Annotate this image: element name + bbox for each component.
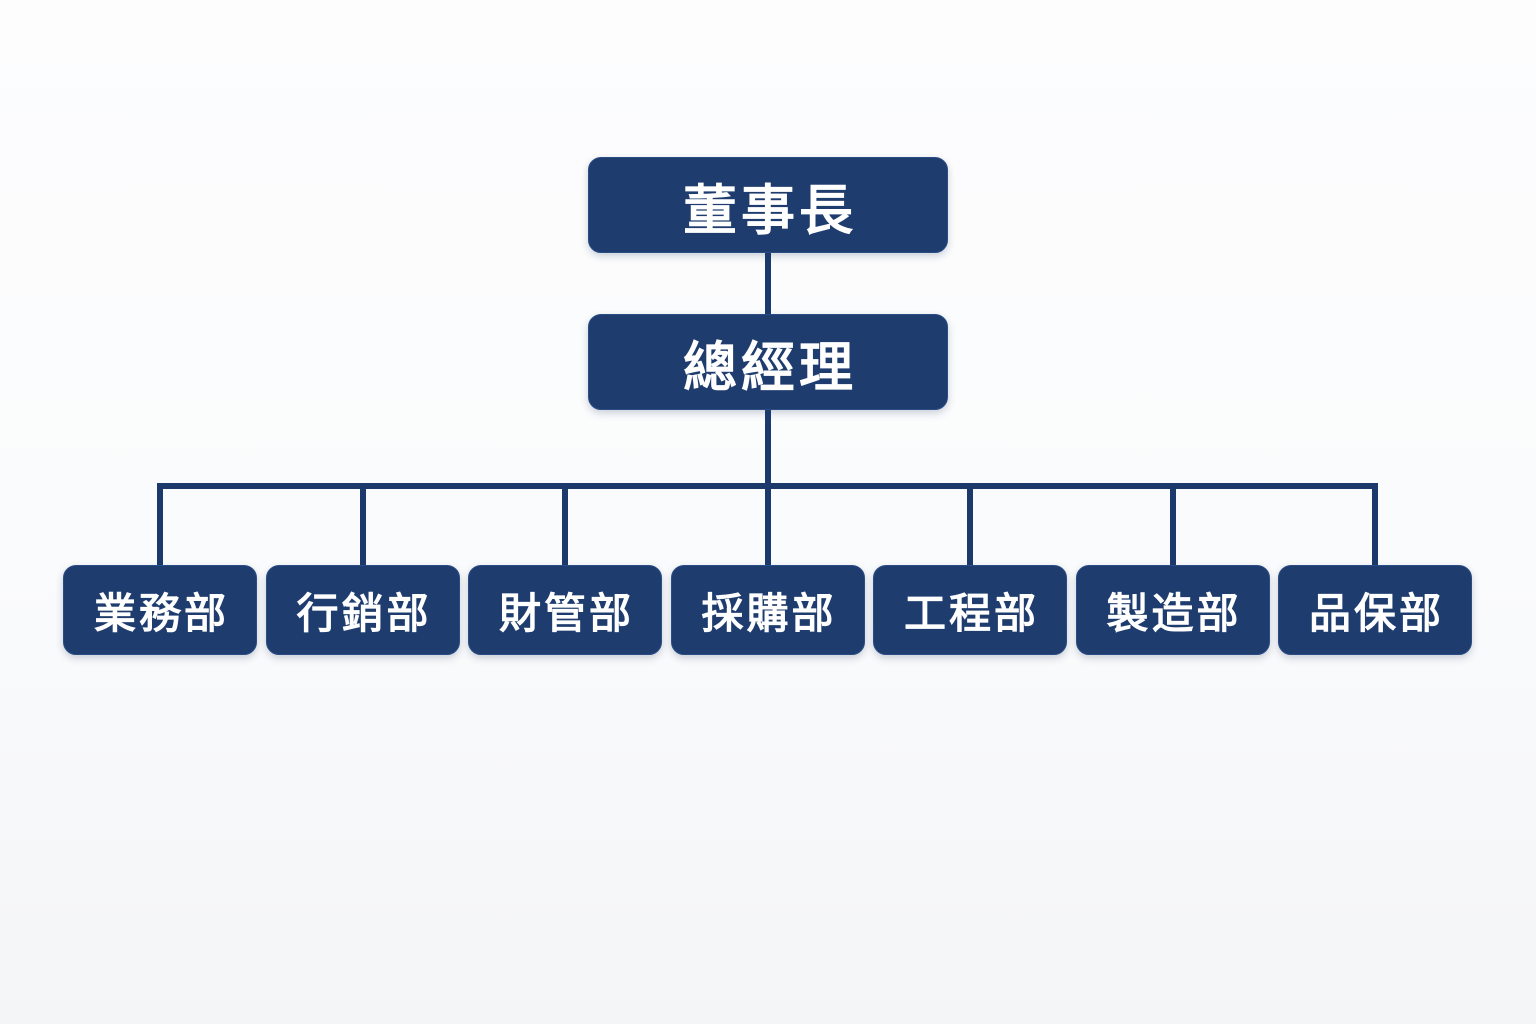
org-node-general-manager-label: 總經理 — [683, 335, 857, 399]
org-node-engineering-dept-label: 工程部 — [903, 588, 1039, 638]
org-node-quality-assurance-dept: 品保部 — [1278, 565, 1472, 655]
connector-drop-quality — [1372, 483, 1378, 567]
org-node-manufacturing-dept-label: 製造部 — [1106, 588, 1242, 638]
department-cell: 業務部 — [63, 483, 257, 655]
connector-chairman-to-gm — [765, 253, 771, 315]
org-node-finance-dept: 財管部 — [468, 565, 662, 655]
org-node-sales-dept-label: 業務部 — [93, 588, 229, 638]
connector-drop-procurement — [764, 483, 771, 567]
connector-gm-to-bus — [765, 410, 771, 484]
org-node-chairman-label: 董事長 — [683, 178, 857, 242]
org-node-engineering-dept: 工程部 — [873, 565, 1067, 655]
org-node-quality-assurance-dept-label: 品保部 — [1308, 588, 1444, 638]
department-cell: 工程部 — [873, 483, 1067, 655]
org-node-marketing-dept-label: 行銷部 — [296, 588, 432, 638]
org-node-manufacturing-dept: 製造部 — [1075, 565, 1270, 655]
org-node-sales-dept: 業務部 — [63, 565, 257, 655]
org-node-procurement-dept: 採購部 — [670, 565, 865, 655]
connector-drop-manufacturing — [1169, 483, 1176, 567]
department-cell: 行銷部 — [265, 483, 460, 655]
org-node-general-manager: 總經理 — [588, 314, 948, 410]
org-node-marketing-dept: 行銷部 — [265, 565, 460, 655]
connector-drop-marketing — [359, 483, 366, 567]
department-cell: 品保部 — [1278, 483, 1472, 655]
connector-drop-engineering — [967, 483, 973, 567]
org-node-chairman: 董事長 — [588, 157, 948, 253]
department-cell: 財管部 — [468, 483, 662, 655]
department-row: 業務部 行銷部 財管部 採購部 工程部 — [63, 483, 1472, 655]
connector-drop-sales — [157, 483, 163, 567]
department-cell: 製造部 — [1075, 483, 1270, 655]
connector-drop-finance — [562, 483, 568, 567]
org-node-procurement-dept-label: 採購部 — [701, 588, 837, 638]
department-cell: 採購部 — [670, 483, 865, 655]
org-node-finance-dept-label: 財管部 — [498, 588, 634, 638]
